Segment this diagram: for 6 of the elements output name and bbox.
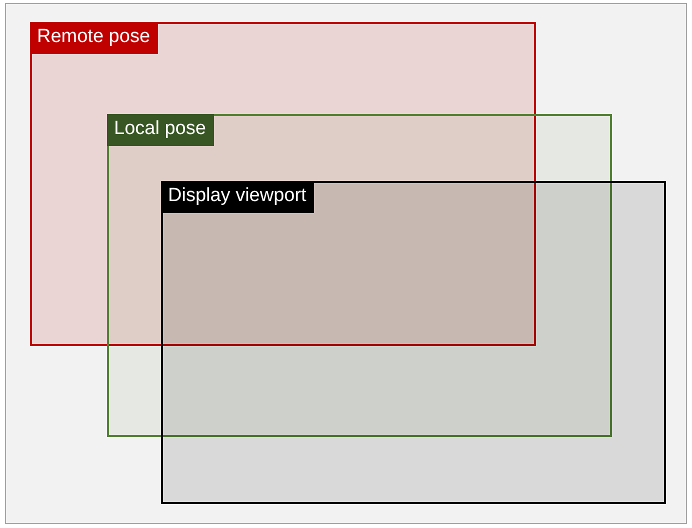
- region-label: Remote pose: [30, 22, 158, 54]
- region-box: [161, 181, 666, 504]
- region-box: [107, 114, 612, 437]
- region-label: Local pose: [107, 114, 214, 146]
- region-box: [30, 22, 536, 346]
- region-label: Display viewport: [161, 181, 314, 213]
